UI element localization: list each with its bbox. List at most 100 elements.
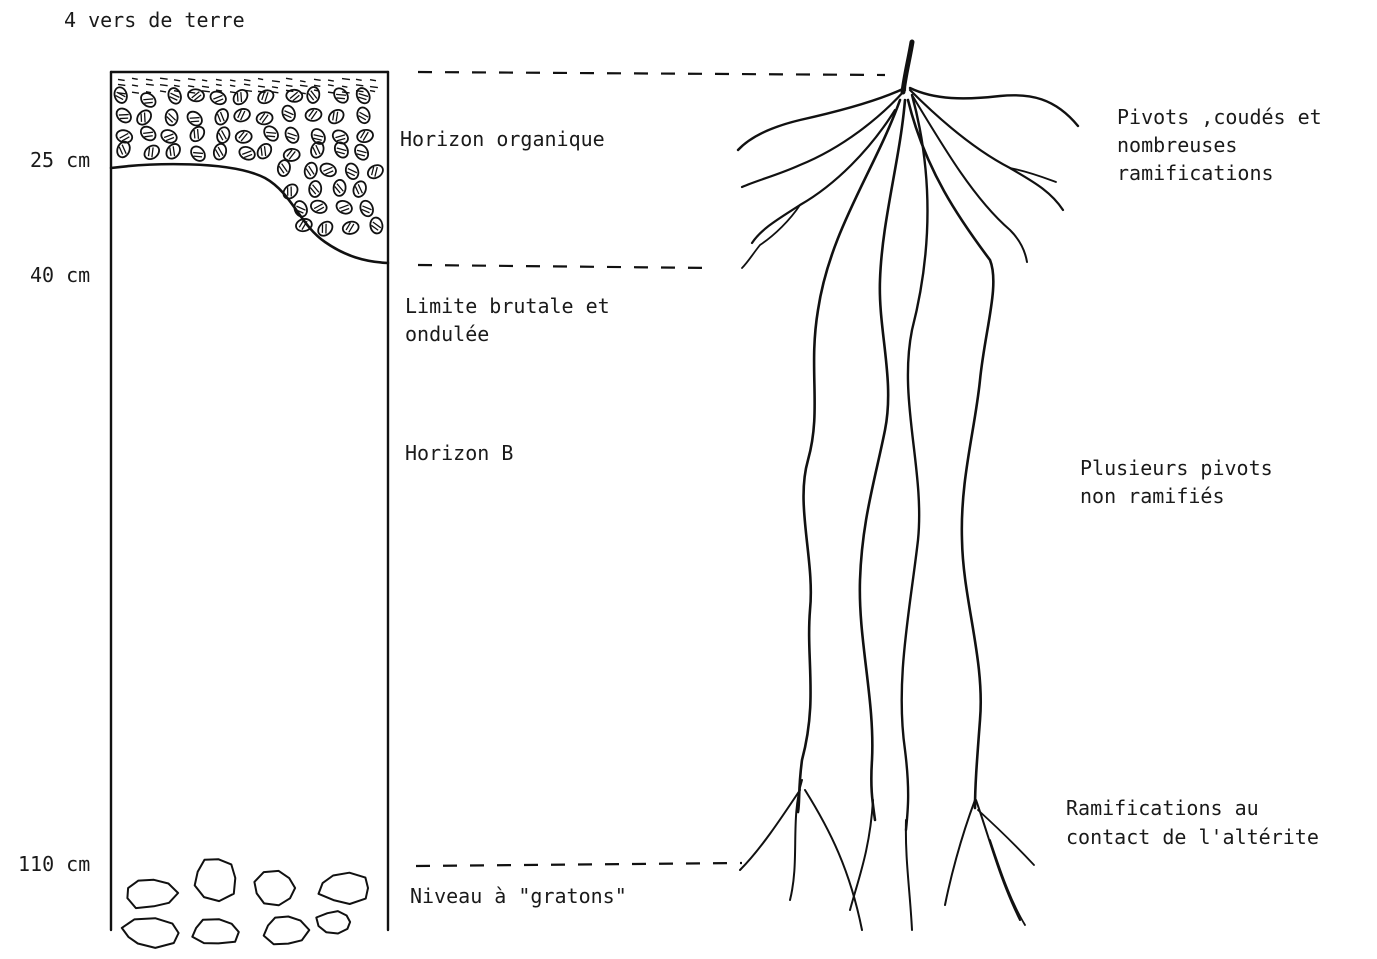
litter-dash (174, 80, 180, 81)
organic-aggregate (215, 126, 231, 145)
root-crown (903, 42, 912, 92)
litter-dash (286, 78, 292, 79)
guide-line-surface (418, 72, 885, 75)
root-branch-right-3 (1010, 168, 1056, 182)
organic-aggregate (309, 199, 328, 215)
litter-dash (272, 87, 278, 88)
gravel-stone (195, 859, 236, 901)
organic-aggregate (115, 140, 132, 159)
litter-dash (132, 92, 139, 93)
depth-label-110cm: 110 cm (18, 850, 90, 879)
organic-aggregate (256, 111, 274, 125)
organic-aggregate (356, 106, 372, 125)
organic-aggregate (166, 86, 183, 105)
gravel-stone (264, 917, 310, 945)
root-lower-5 (906, 820, 912, 930)
organic-aggregate (277, 159, 292, 177)
organic-aggregate (309, 127, 328, 147)
litter-dash (202, 80, 207, 81)
root-branch-left-4 (742, 205, 800, 268)
organic-aggregate (326, 107, 346, 126)
organic-aggregate (351, 180, 368, 199)
gravel-stone (122, 918, 179, 948)
organic-aggregate (306, 86, 320, 103)
organic-aggregate (164, 141, 183, 161)
organic-aggregate (341, 220, 359, 236)
organic-aggregate (113, 86, 129, 105)
organic-aggregate (256, 88, 276, 106)
organic-aggregate (283, 125, 301, 145)
litter-dash (356, 85, 363, 86)
horizon-b-label: Horizon B (405, 439, 513, 468)
organic-aggregate (134, 108, 154, 128)
gravel-stone (319, 873, 369, 904)
roots-bottom-label-line-2: contact de l'altérite (1066, 823, 1319, 852)
litter-dash (160, 85, 168, 86)
litter-dash (132, 85, 138, 86)
litter-dash (132, 78, 138, 79)
depth-label-40cm: 40 cm (30, 261, 90, 290)
surface-litter-dashes (118, 78, 378, 94)
litter-dash (314, 79, 321, 80)
boundary-label-line-1: Limite brutale et (405, 292, 610, 321)
organic-aggregate (261, 124, 280, 144)
organic-aggregate (365, 162, 385, 181)
litter-dash (216, 84, 222, 85)
organic-aggregate (358, 199, 375, 218)
organic-aggregate (331, 86, 350, 106)
root-pivot-center (860, 100, 905, 820)
litter-dash (146, 79, 153, 80)
gravel-stone (254, 871, 295, 905)
litter-dash (230, 85, 235, 86)
organic-aggregate (159, 128, 178, 145)
roots-top-label-line-3: ramifications (1117, 159, 1274, 188)
root-pivot-inner (902, 95, 928, 830)
organic-aggregate (185, 109, 205, 129)
litter-dash (146, 84, 154, 85)
organic-aggregate (233, 107, 252, 124)
organic-aggregate (281, 182, 301, 202)
roots-bottom-label-line-1: Ramifications au (1066, 794, 1259, 823)
organic-aggregate (352, 142, 370, 162)
litter-dash (244, 80, 250, 81)
organic-aggregate (332, 140, 350, 160)
organic-aggregate (138, 124, 158, 143)
litter-dash (118, 84, 125, 85)
organic-aggregate (255, 141, 274, 161)
gravel-level-label: Niveau à "gratons" (410, 882, 627, 911)
organic-aggregate (319, 161, 338, 178)
root-lower-9 (990, 840, 1025, 925)
organic-aggregate (212, 142, 228, 161)
organic-aggregates (113, 86, 386, 239)
organic-aggregate (188, 144, 207, 164)
root-lower-8 (978, 810, 1034, 865)
root-pivot-left (798, 100, 900, 812)
litter-dash (286, 85, 292, 86)
root-lower-2 (740, 790, 800, 870)
litter-dash (188, 86, 194, 87)
gravel-stones (122, 859, 368, 948)
gravel-stone (127, 880, 178, 908)
litter-dash (160, 91, 166, 92)
roots-middle-label-line-2: non ramifiés (1080, 482, 1225, 511)
root-branch-upper-right (910, 88, 1078, 126)
organic-aggregate (142, 143, 162, 162)
litter-dash (370, 91, 375, 92)
roots-top-label-line-1: Pivots ,coudés et (1117, 103, 1322, 132)
organic-aggregate (187, 88, 204, 102)
organic-aggregate (286, 89, 303, 102)
root-branch-left-2 (742, 90, 905, 187)
root-lower-6 (945, 800, 975, 905)
root-branch-right-2 (910, 90, 1063, 210)
organic-aggregate (354, 86, 372, 106)
organic-aggregate (213, 107, 230, 126)
organic-aggregate (369, 217, 383, 235)
organic-aggregate (309, 181, 322, 198)
litter-dash (202, 86, 209, 87)
organic-aggregate (305, 108, 323, 123)
organic-aggregate (188, 124, 207, 144)
litter-dash (314, 85, 320, 86)
gravel-stone (192, 919, 239, 943)
organic-aggregate (344, 162, 361, 181)
